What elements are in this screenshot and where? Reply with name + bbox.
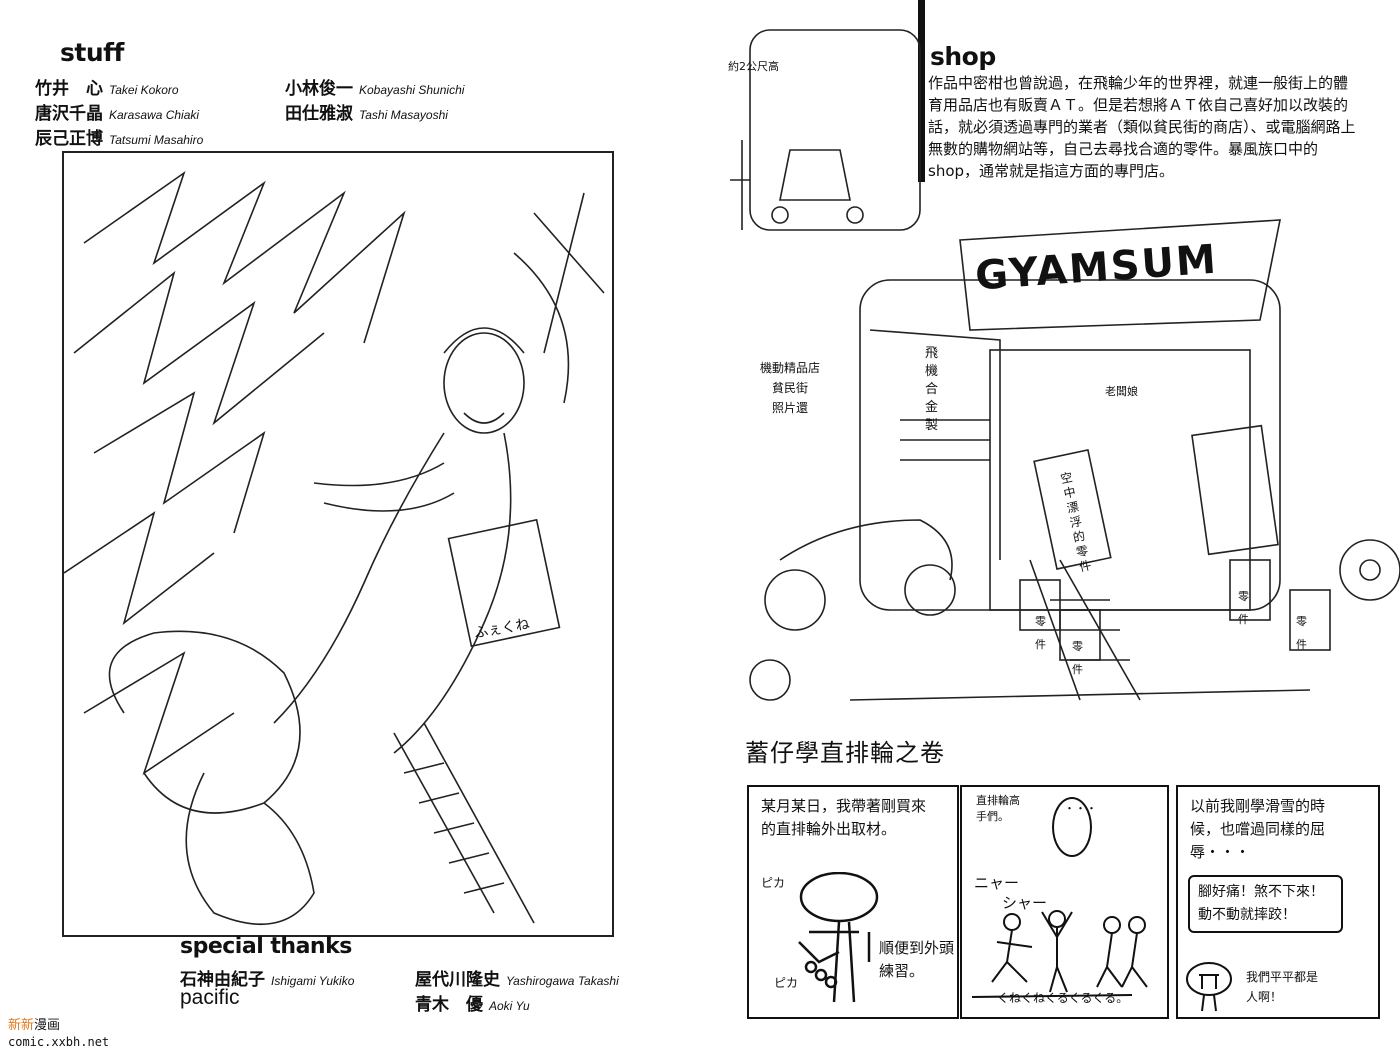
comic-panel-1: 某月某日，我帶著剛買來的直排輪外出取材。 ピカ ピカ 順便到外頭練習。: [747, 785, 959, 1019]
panel1-caption: 某月某日，我帶著剛買來的直排輪外出取材。: [761, 797, 927, 838]
credit-romaji: Aoki Yu: [489, 999, 530, 1013]
thanks-credit: 青木 優 Aoki Yu: [415, 990, 530, 1015]
comic-panel-2: 直排輪高手們。 ・・・ ニャー シャー くねくねくるくるくる。: [960, 785, 1169, 1019]
parts-label: 零件: [1072, 640, 1083, 676]
comic-title: 蓄仔學直排輪之卷: [745, 739, 945, 767]
crying-face-icon: [1186, 962, 1232, 1012]
staff-credit: 小林俊一 Kobayashi Shunichi: [285, 74, 464, 99]
watermark[interactable]: 新新漫画 comic.xxbh.net: [8, 1017, 109, 1051]
watermark-url[interactable]: comic.xxbh.net: [8, 1035, 110, 1049]
store-note-line: 貧民街: [772, 381, 809, 395]
staff-credit: 竹井 心 Takei Kokoro: [35, 74, 179, 99]
special-thanks-heading: special thanks: [180, 934, 352, 959]
skaters-figures-icon: [972, 910, 1148, 998]
staff-credit: 田仕雅淑 Tashi Masayoshi: [285, 99, 448, 124]
staff-heading: stuff: [60, 38, 124, 67]
shop-heading: shop: [930, 42, 996, 71]
credit-name: 小林俊一: [285, 79, 353, 99]
credit-romaji: Ishigami Yukiko: [271, 974, 355, 988]
staff-credit: 辰己正博 Tatsumi Masahiro: [35, 124, 203, 149]
character-sketch-illustration: [64, 170, 605, 925]
side-label: 飛機合金製: [925, 346, 939, 433]
sfx-sha: シャー: [1002, 894, 1048, 912]
credit-romaji: Takei Kokoro: [109, 83, 179, 97]
credit-name: 青木 優: [415, 995, 483, 1015]
comic-panel-3: 以前我剛學滑雪的時候，也嚐過同樣的屈辱・・・ 腳好痛！煞不下來！動不動就摔跤！ …: [1176, 785, 1380, 1019]
shop-vehicle-sketch: [730, 29, 1400, 701]
thanks-credit: pacific: [180, 986, 240, 1010]
thanks-credit: 石神由紀子 Ishigami Yukiko: [180, 965, 354, 990]
credit-name: 辰己正博: [35, 129, 103, 149]
height-note: 約2公尺高: [728, 60, 779, 73]
cover-sketch-frame: ふぇくね: [62, 151, 614, 937]
panel1-note: 順便到外頭練習。: [879, 939, 955, 980]
shop-accent-bar: [918, 0, 925, 182]
store-note-line: 機動精品店: [760, 361, 821, 375]
credit-name: pacific: [180, 986, 240, 1009]
shout-bubble: 腳好痛！煞不下來！動不動就摔跤！: [1188, 875, 1343, 933]
credit-romaji: Tashi Masayoshi: [359, 108, 448, 122]
shop-description: 作品中密柑也曾說過，在飛輪少年的世界裡，就連一般街上的體育用品店也有販賣ＡＴ。但…: [928, 74, 1356, 180]
thanks-credit: 屋代川隆史 Yashirogawa Takashi: [415, 965, 619, 990]
credit-name: 田仕雅淑: [285, 104, 353, 124]
store-note: 機動精品店 貧民街 照片還: [760, 358, 820, 418]
speech-bubble: ・・・: [1052, 797, 1097, 857]
panel3-caption: 以前我剛學滑雪的時候，也嚐過同樣的屈辱・・・: [1190, 797, 1326, 861]
watermark-brand: 新新漫画: [8, 1017, 109, 1034]
floor-sfx: くねくねくるくるくる。: [997, 991, 1129, 1005]
panel2-label: 直排輪高手們。: [976, 794, 1020, 823]
credit-romaji: Kobayashi Shunichi: [359, 83, 465, 97]
credit-romaji: Karasawa Chiaki: [109, 108, 200, 122]
sfx-nya: ニャー: [974, 874, 1020, 892]
parts-label: 零件: [1238, 590, 1249, 626]
credit-romaji: Yashirogawa Takashi: [506, 974, 619, 988]
watermark-brand-orange: 新新: [8, 1018, 35, 1033]
store-note-line: 照片還: [772, 401, 809, 415]
sfx-sparkle-2: ピカ: [774, 976, 799, 990]
sfx-sparkle-1: ピカ: [761, 876, 786, 890]
watermark-brand-dark: 漫画: [34, 1018, 61, 1033]
credit-name: 竹井 心: [35, 79, 103, 99]
credit-romaji: Tatsumi Masahiro: [109, 133, 204, 147]
panel3-note: 我們平平都是人啊！: [1246, 970, 1319, 1004]
staff-credit: 唐沢千晶 Karasawa Chiaki: [35, 99, 199, 124]
parts-label: 零件: [1296, 615, 1307, 651]
credit-name: 唐沢千晶: [35, 104, 103, 124]
skater-figure-icon: [798, 872, 879, 1003]
credit-name: 屋代川隆史: [415, 970, 500, 990]
parts-label: 零件: [1035, 615, 1046, 651]
credit-name: 石神由紀子: [180, 970, 265, 990]
owner-label: 老闆娘: [1105, 385, 1138, 398]
